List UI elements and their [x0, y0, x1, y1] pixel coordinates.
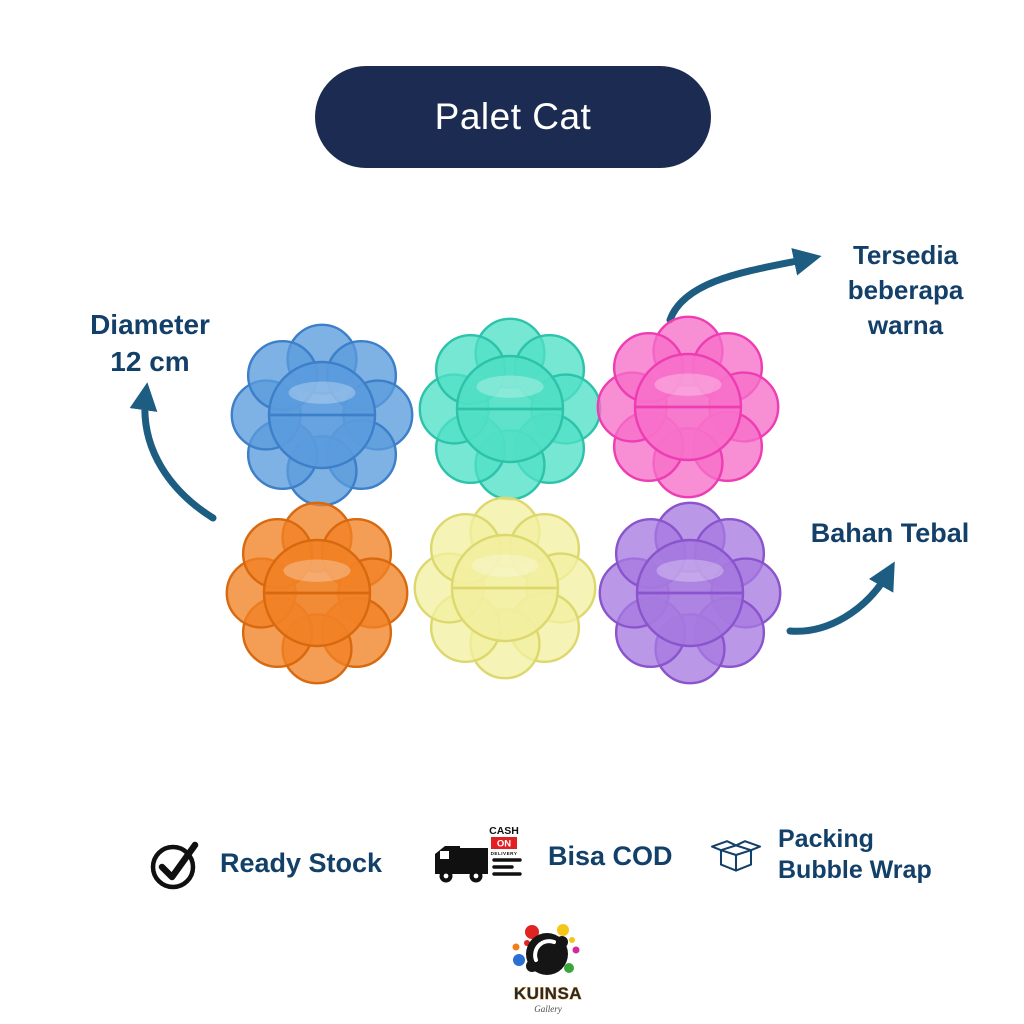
title-pill: Palet Cat: [315, 66, 711, 168]
callout-thick-material: Bahan Tebal: [795, 518, 985, 549]
callout-line: 12 cm: [110, 346, 190, 377]
logo-name: KUINSA: [514, 984, 582, 1003]
brand-logo: KUINSA Gallery: [492, 916, 604, 1020]
feature-label: Ready Stock: [220, 847, 383, 878]
feature-packing: Packing Bubble Wrap: [706, 824, 932, 886]
callout-line: Tersedia: [852, 240, 958, 270]
feature-label-line: Bubble Wrap: [778, 856, 932, 884]
callout-diameter: Diameter 12 cm: [40, 306, 260, 380]
cod-truck-icon: CASH ON DELIVERY: [435, 825, 522, 883]
checkmark-icon: [150, 841, 199, 890]
palette-pink: [595, 314, 781, 500]
feature-label: Packing Bubble Wrap: [778, 824, 932, 886]
feature-ready-stock: Ready Stock: [148, 834, 382, 892]
callout-line: Diameter: [90, 309, 210, 340]
palette-teal: [417, 316, 603, 502]
cod-badge-on-label: ON: [497, 839, 511, 850]
curved-arrow-icon: [786, 561, 895, 635]
callout-line: warna: [867, 310, 944, 340]
cod-badge-delivery-label: DELIVERY: [491, 851, 518, 856]
palette-yellow: [412, 495, 598, 681]
feature-label: Bisa COD: [548, 840, 673, 871]
logo-tagline: Gallery: [534, 1004, 562, 1014]
palette-purple: [597, 500, 783, 686]
product-title: Palet Cat: [434, 96, 592, 137]
palette-orange: [224, 500, 410, 686]
paint-splat-logo-icon: KUINSA Gallery: [512, 924, 582, 1014]
package-box-icon: [710, 840, 762, 872]
curved-arrow-icon: [666, 248, 822, 324]
feature-cod: CASH ON DELIVERY Bisa COD: [432, 824, 673, 888]
cod-badge-cash-label: CASH: [489, 825, 519, 837]
callout-colors-available: Tersedia beberapa warna: [828, 238, 983, 343]
feature-label-line: Packing: [778, 825, 874, 853]
palette-blue: [229, 322, 415, 508]
curved-arrow-icon: [129, 382, 217, 522]
callout-line: beberapa: [847, 275, 964, 305]
callout-line: Bahan Tebal: [810, 518, 970, 548]
